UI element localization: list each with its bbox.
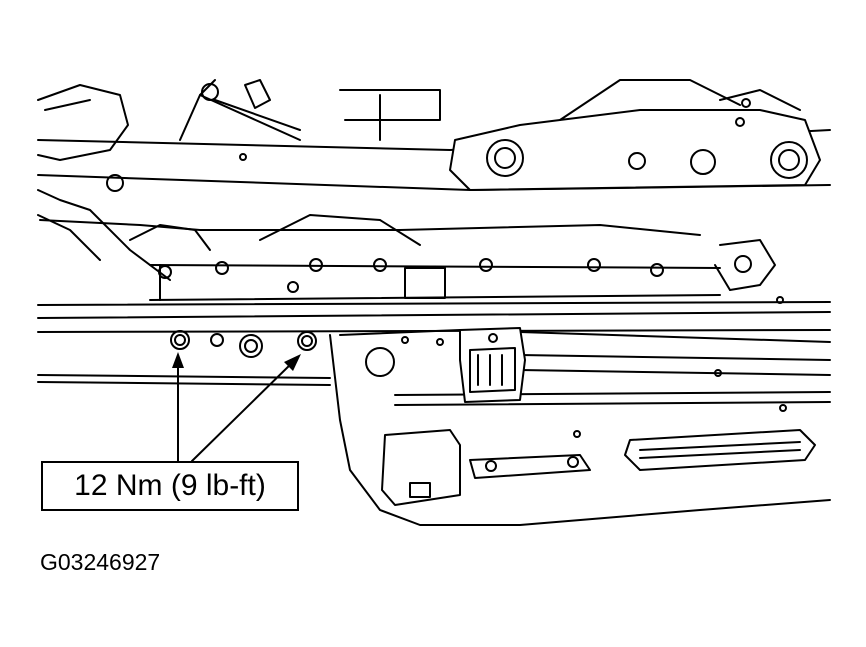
arrowhead-right <box>284 354 301 371</box>
torque-label: 12 Nm (9 lb-ft) <box>74 469 266 502</box>
lower-bracket <box>381 429 816 506</box>
cable-linkage <box>179 79 441 141</box>
figure-id: G03246927 <box>40 549 161 575</box>
latch-clip <box>459 327 526 403</box>
arrowhead-left <box>172 352 184 368</box>
upper-right-plate <box>449 79 821 191</box>
lower-right-track <box>329 329 831 526</box>
torque-bolts <box>170 330 317 358</box>
callout-leaders <box>177 359 296 462</box>
torque-callout: 12 Nm (9 lb-ft) <box>41 461 299 511</box>
upper-left-bracket <box>37 84 171 281</box>
mechanism-body <box>39 214 784 304</box>
